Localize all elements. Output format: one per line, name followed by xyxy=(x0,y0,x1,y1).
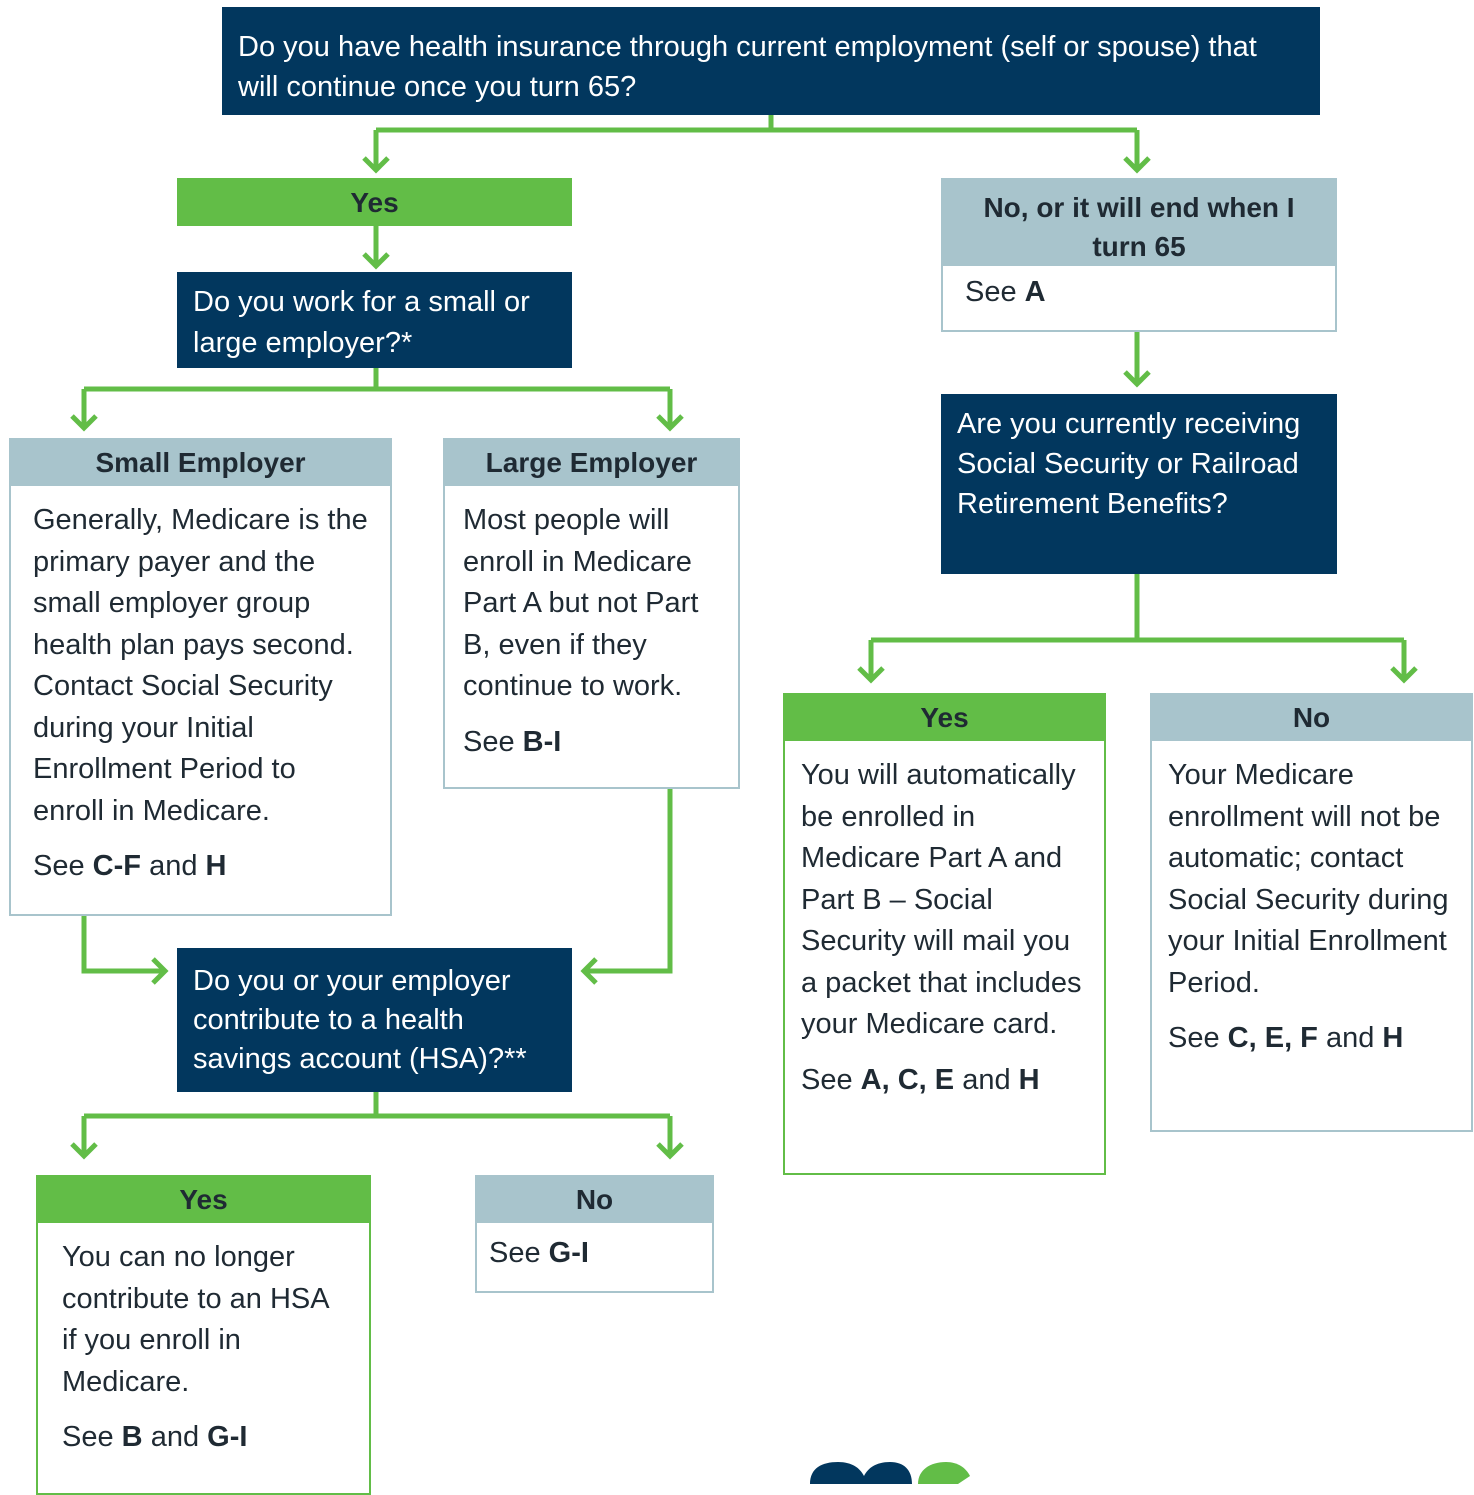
hsa-yes-see: See B and G-I xyxy=(62,1421,248,1453)
small-employer-see: See C-F and H xyxy=(33,850,227,882)
receiving-yes-title: Yes xyxy=(785,695,1104,741)
receiving-yes-text: You will automatically be enrolled in Me… xyxy=(801,759,1082,1040)
receiving-no-card: No Your Medicare enrollment will not be … xyxy=(1150,693,1473,1132)
small-employer-card: Small Employer Generally, Medicare is th… xyxy=(9,438,392,916)
no-employment-card: No, or it will end when I turn 65 See A xyxy=(941,178,1337,332)
receiving-no-title: No xyxy=(1152,695,1471,741)
employer-size-question: Do you work for a small or large employe… xyxy=(177,272,572,368)
receiving-benefits-question: Are you currently receiving Social Secur… xyxy=(941,394,1337,574)
large-employer-title: Large Employer xyxy=(445,440,738,486)
receiving-no-text: Your Medicare enrollment will not be aut… xyxy=(1168,759,1449,999)
no-employment-title: No, or it will end when I turn 65 xyxy=(943,180,1335,266)
receiving-yes-see: See A, C, E and H xyxy=(801,1063,1040,1096)
receiving-yes-card: Yes You will automatically be enrolled i… xyxy=(783,693,1106,1175)
large-employer-card: Large Employer Most people will enroll i… xyxy=(443,438,740,789)
receiving-no-see: See C, E, F and H xyxy=(1168,1022,1404,1054)
small-employer-text: Generally, Medicare is the primary payer… xyxy=(33,504,368,827)
no-employment-see: See A xyxy=(965,276,1046,308)
hsa-no-title: No xyxy=(477,1177,712,1223)
hsa-no-card: No See G-I xyxy=(475,1175,714,1293)
hsa-question: Do you or your employer contribute to a … xyxy=(177,948,572,1092)
hsa-yes-text: You can no longer contribute to an HSA i… xyxy=(62,1241,328,1398)
large-employer-text: Most people will enroll in Medicare Part… xyxy=(463,504,699,702)
large-employer-see: See B-I xyxy=(463,725,562,758)
logo-icon xyxy=(810,1462,970,1484)
small-employer-title: Small Employer xyxy=(11,440,390,486)
hsa-no-see: See G-I xyxy=(489,1237,589,1269)
hsa-yes-card: Yes You can no longer contribute to an H… xyxy=(36,1175,371,1495)
hsa-yes-title: Yes xyxy=(38,1177,369,1223)
yes-employment-label: Yes xyxy=(177,178,572,226)
root-question: Do you have health insurance through cur… xyxy=(222,7,1320,115)
